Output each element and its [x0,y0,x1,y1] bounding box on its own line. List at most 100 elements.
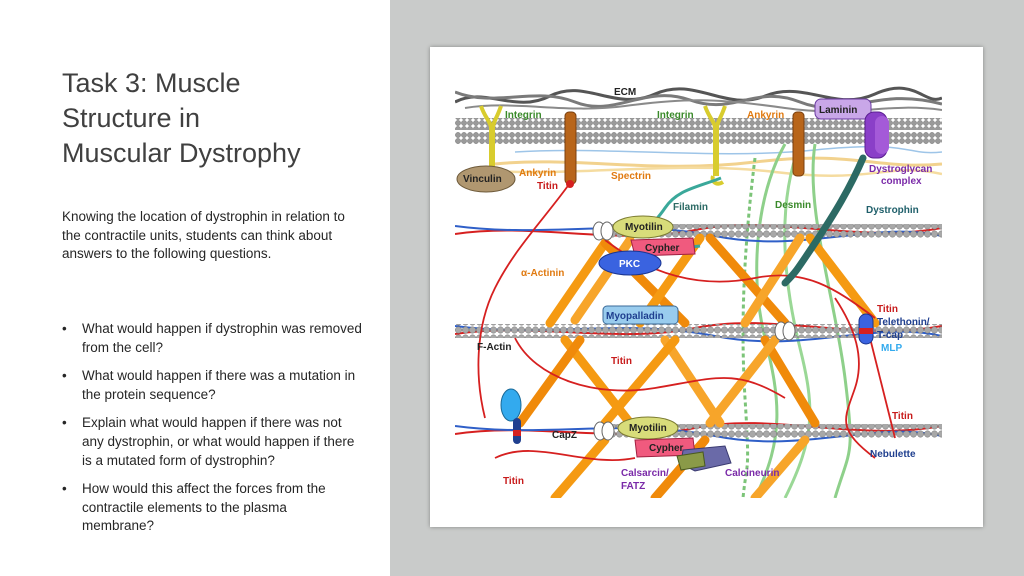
alpha-actinin-rod [705,233,790,328]
question-list: • What would happen if dystrophin was rem… [62,320,362,546]
alpha-actinin-rod [545,238,610,328]
label-ecm: ECM [614,87,636,98]
f-actin-filament [595,224,942,238]
label-dystroglycan-2: complex [881,176,922,187]
integrin-right [703,105,727,186]
bullet-icon: • [62,368,67,384]
label-myopalladin: Myopalladin [606,311,664,322]
capz-oval [601,421,615,441]
bullet-icon: • [62,481,67,497]
capz-capsule-band [513,430,521,436]
titin-strand [494,450,636,462]
laminin-box [814,98,872,120]
ankyrin-rod-left [564,111,577,185]
title-line-1: Task 3: Muscle [62,68,241,98]
title-line-2: Structure in [62,103,201,133]
label-titin-right: Titin [877,304,898,315]
question-item-1: • What would happen if dystrophin was rem… [62,320,362,357]
alpha-actinin-rods [515,233,880,498]
question-item-3: • Explain what would happen if there was … [62,414,362,470]
title-line-3: Muscular Dystrophy [62,138,301,168]
ankyrin-titin-node [566,180,574,188]
f-actin-filament [600,424,942,438]
capz-capsule [500,388,522,444]
spectrin-filament [484,166,942,177]
label-titin-top: Titin [537,181,558,192]
label-integrin-right: Integrin [657,110,694,121]
label-titin-right2: Titin [892,411,913,422]
intro-paragraph: Knowing the location of dystrophin in re… [62,209,345,262]
question-text-2: What would happen if there was a mutatio… [82,368,356,402]
diagram-labels: ECM Integrin Integrin Ankyrin Laminin Vi… [463,87,932,492]
alpha-actinin-rod [550,435,610,498]
slide-title: Task 3: Muscle Structure in Muscular Dys… [62,66,382,171]
label-calsarcin-1: Calsarcin/ [621,468,669,479]
alpha-actinin-rod [600,335,680,428]
costamere-diagram: ECM Integrin Integrin Ankyrin Laminin Vi… [455,78,942,498]
actin-row-middle [455,322,942,343]
label-alpha-actinin: α-Actinin [521,268,564,279]
integrin-stem [489,126,495,170]
label-integrin-left: Integrin [505,110,542,121]
label-desmin: Desmin [775,200,811,211]
alpha-actinin-rod [740,233,805,328]
dystroglycan-body [875,116,889,154]
z-disc-caps [592,221,796,441]
capz-oval [600,221,614,241]
costamere-diagram-svg: ECM Integrin Integrin Ankyrin Laminin Vi… [455,86,942,498]
question-text-3: Explain what would happen if there was n… [82,415,355,468]
label-mlp: MLP [881,343,902,354]
desmin-filament [811,143,852,498]
ankyrin-rod-right [792,111,805,177]
label-laminin: Laminin [819,105,857,116]
spectrin-filament [514,145,942,155]
dystrophin-filament [781,154,867,287]
question-text-4: How would this affect the forces from th… [82,481,326,534]
integrin-left [479,105,503,170]
label-titin-bottom: Titin [503,476,524,487]
capz-capsule-top [500,388,522,422]
integrin-foot [710,175,725,186]
alpha-actinin-rod [805,233,880,328]
label-filamin: Filamin [673,202,708,213]
label-tcap: T-cap [877,330,903,341]
label-ankyrin-top: Ankyrin [747,110,784,121]
question-item-4: • How would this affect the forces from t… [62,480,362,536]
alpha-actinin-rod [515,335,585,428]
label-myotilin-top: Myotilin [625,222,663,233]
plasma-membrane [455,118,942,144]
label-pkc: PKC [619,259,640,270]
label-spectrin: Spectrin [611,171,651,182]
myotilin-top-oval [612,215,674,239]
integrin-stem [713,126,719,176]
label-calcineurin: Calcineurin [725,468,779,479]
label-myotilin-bottom: Myotilin [629,423,667,434]
actin-row-bottom [455,422,942,443]
label-vinculin: Vinculin [463,174,502,185]
label-dystrophin: Dystrophin [866,205,919,216]
telethonin-capsule [858,313,874,345]
label-cypher-bottom: Cypher [649,443,684,454]
dystroglycan-complex [864,111,889,159]
actin-row-top [455,224,942,243]
label-nebulette: Nebulette [870,449,916,460]
label-cypher-top: Cypher [645,243,680,254]
alpha-actinin-rod [750,435,810,498]
label-capz: CapZ [552,430,577,441]
titin-strand [514,337,786,399]
label-f-actin: F-Actin [477,342,511,353]
membrane-inner-leaflet [455,132,942,144]
bullet-icon: • [62,321,67,336]
myotilin-bottom-oval [617,416,679,440]
capz-oval [782,321,796,341]
slide-left-panel: Task 3: Muscle Structure in Muscular Dys… [0,0,390,576]
telethonin-capsule-band [859,328,873,334]
bullet-icon: • [62,415,67,431]
titin-strand [477,182,571,419]
alpha-actinin-rod [760,335,820,428]
question-text-1: What would happen if dystrophin was remo… [82,321,362,355]
label-telethonin: Telethonin/ [877,317,930,328]
alpha-actinin-rod [705,335,780,428]
titin-strand [834,297,876,459]
vinculin-oval [456,165,516,193]
